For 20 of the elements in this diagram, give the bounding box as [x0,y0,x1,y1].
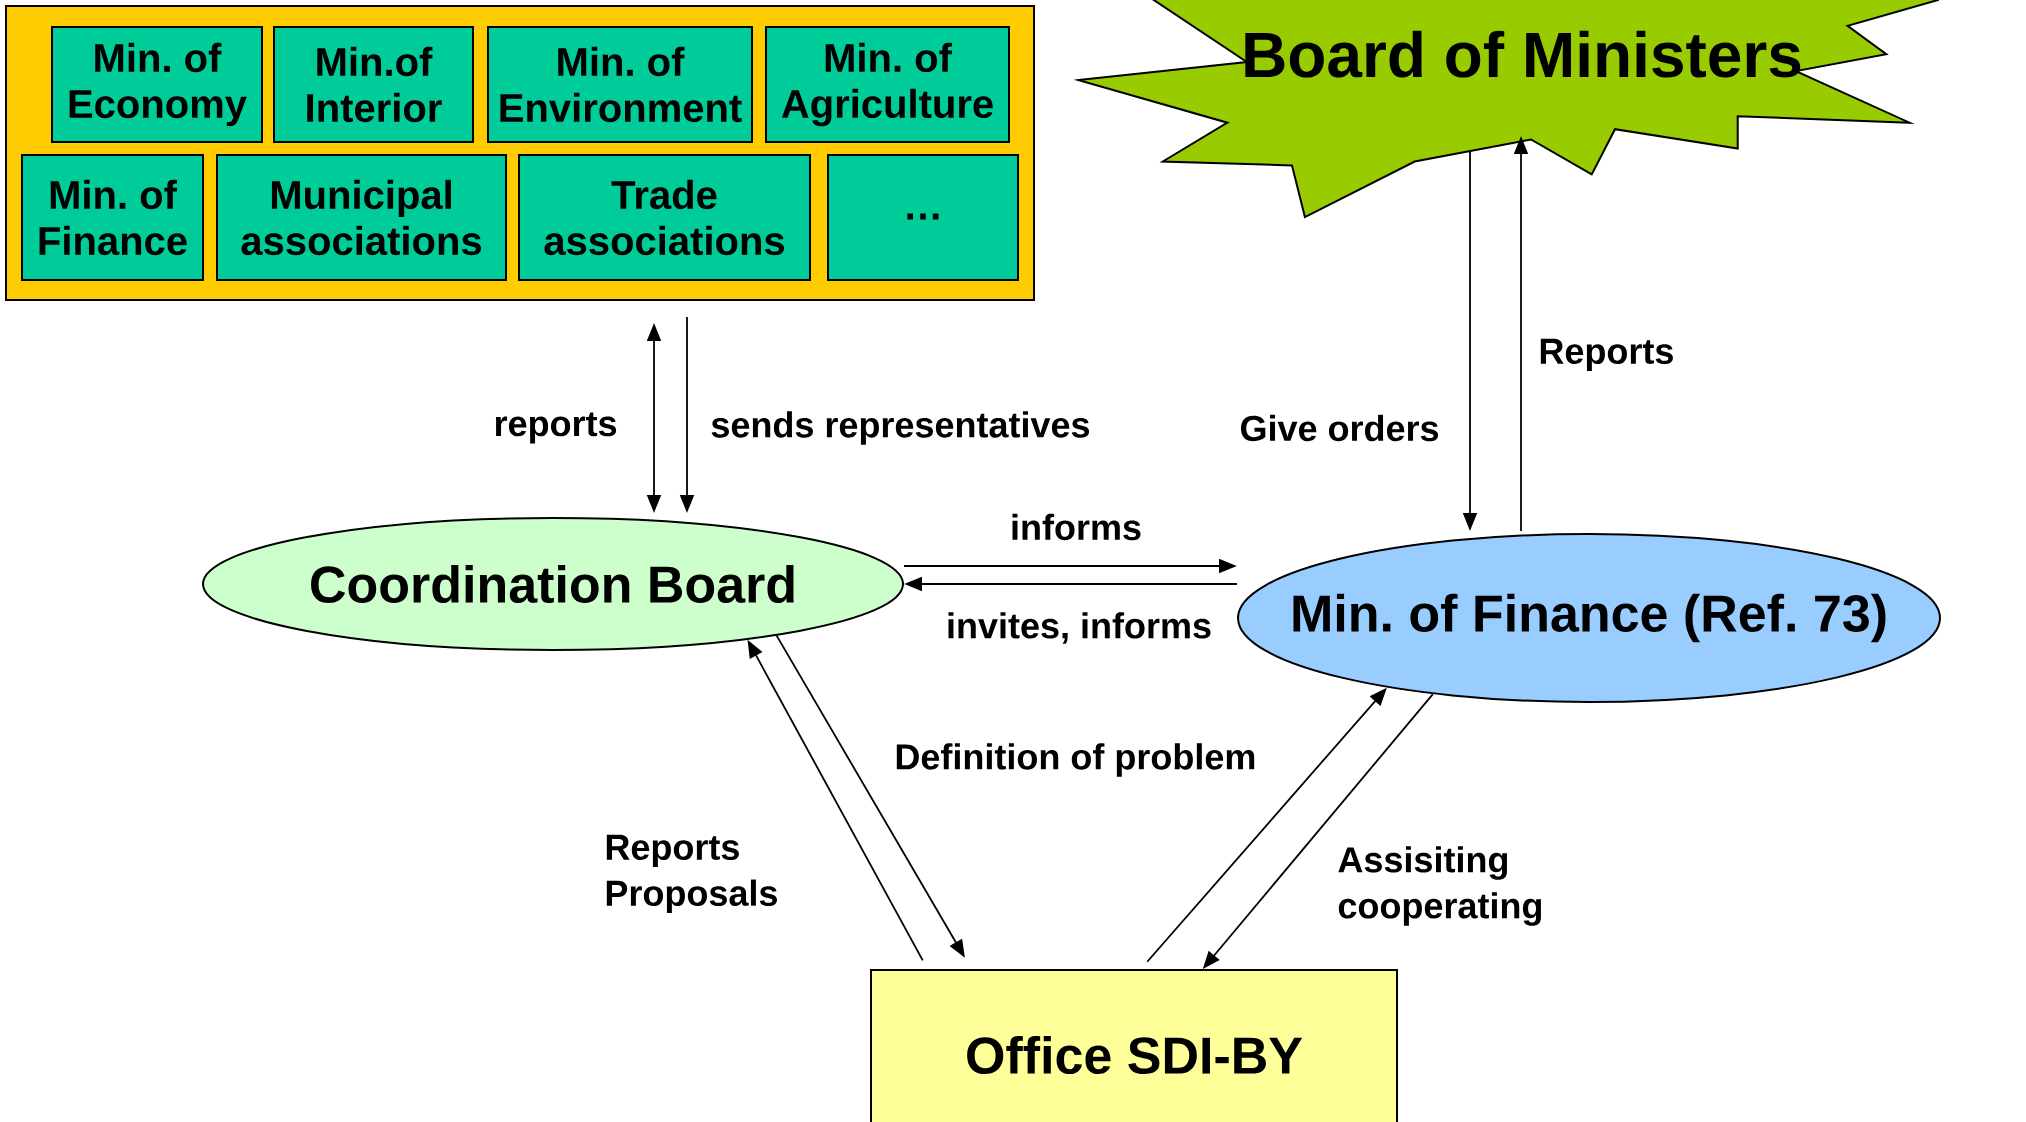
edge-label: informs [1008,511,1144,543]
edge-label: reports [491,410,620,446]
edge-label: Reports Proposals [602,832,797,916]
edge-label: Give orders [1237,412,1442,444]
edge-label: invites, informs [944,610,1215,646]
ministry-box: Trade associations [518,154,811,281]
edge-label: Assisiting cooperating [1335,844,1570,928]
edge-label: Definition of problem [892,741,1259,779]
ministry-box: Municipal associations [216,154,507,281]
ministry-box: Min. of Agriculture [765,26,1010,143]
ellipse-node: Min. of Finance (Ref. 73) [1237,533,1941,703]
edge-label: Reports [1536,336,1677,374]
ministry-box: Min.of Interior [273,26,474,143]
ellipse-node: Coordination Board [202,517,904,651]
ministry-box: Min. of Economy [51,26,263,143]
ministry-box: Min. of Finance [21,154,204,281]
edge-label: sends representatives [708,409,1093,447]
office-box: Office SDI-BY [870,969,1398,1122]
ministry-box: … [827,154,1019,281]
ministry-box: Min. of Environment [487,26,753,143]
